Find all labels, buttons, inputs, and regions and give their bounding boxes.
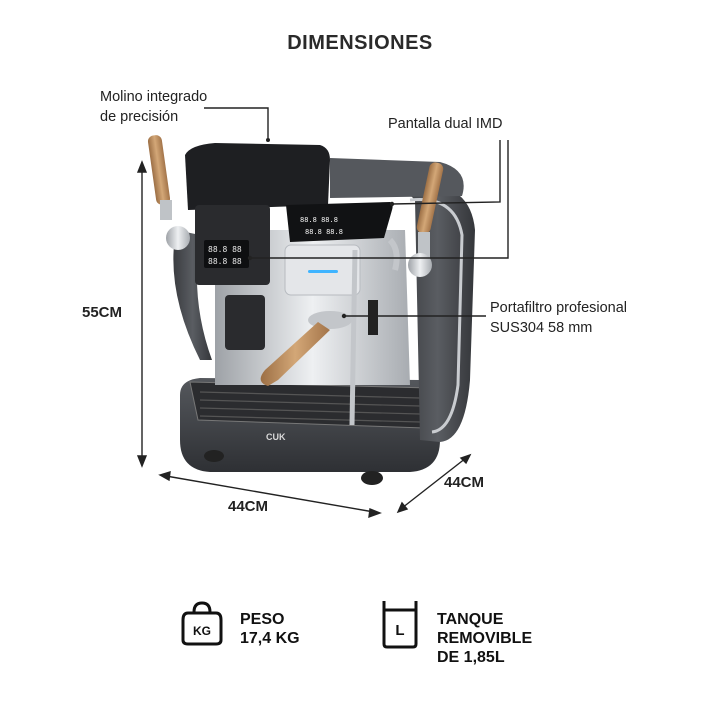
dimension-depth-line	[396, 453, 472, 514]
grinder-hopper	[185, 143, 330, 210]
callout-portafilter-line2: SUS304 58 mm	[490, 320, 593, 336]
tank-label-line3: DE 1,85L	[437, 649, 505, 666]
tank-label-line2: REMOVIBLE	[437, 630, 533, 647]
dual-display-panel	[286, 202, 393, 242]
left-wood-knob	[147, 135, 171, 205]
svg-text:L: L	[395, 622, 404, 639]
callout-portafilter-line1: Portafiltro profesional	[490, 300, 628, 316]
brand-logo: CUK	[266, 432, 286, 442]
callout-grinder-line1: Molino integrado	[100, 89, 208, 105]
page-title: DIMENSIONES	[287, 32, 433, 54]
dimension-height-label: 55CM	[82, 304, 123, 321]
weight-label: PESO	[240, 611, 285, 628]
top-lid	[330, 158, 464, 198]
tank-label-line1: TANQUE	[437, 611, 504, 628]
svg-text:88.8 88.8: 88.8 88.8	[305, 228, 343, 236]
dimension-height-line	[136, 160, 148, 468]
dimension-width-line	[158, 471, 382, 519]
svg-text:88.8 88: 88.8 88	[208, 257, 242, 266]
foot-left	[204, 450, 224, 462]
kettlebell-weight-icon: KG	[180, 600, 224, 651]
callout-line-display	[391, 140, 501, 205]
callout-display: Pantalla dual IMD	[388, 116, 503, 132]
right-wood-knob	[416, 162, 444, 234]
svg-text:88.8 88.8: 88.8 88.8	[300, 216, 338, 224]
weight-value: 17,4 KG	[240, 630, 300, 647]
dimension-width-label: 44CM	[228, 498, 269, 515]
portafilter-handle	[260, 322, 330, 386]
side-panel-left	[173, 230, 212, 360]
steam-wand	[349, 249, 358, 426]
dimension-depth-label: 44CM	[444, 474, 485, 491]
callout-line-display-2	[250, 140, 509, 259]
callout-grinder-line2: de precisión	[100, 109, 179, 125]
svg-text:88.8 88: 88.8 88	[208, 245, 242, 254]
water-tank-icon: L	[380, 598, 420, 655]
foot-right	[361, 471, 383, 485]
svg-text:KG: KG	[193, 624, 211, 638]
callout-line-grinder	[204, 107, 269, 138]
grinder-display	[204, 240, 249, 268]
